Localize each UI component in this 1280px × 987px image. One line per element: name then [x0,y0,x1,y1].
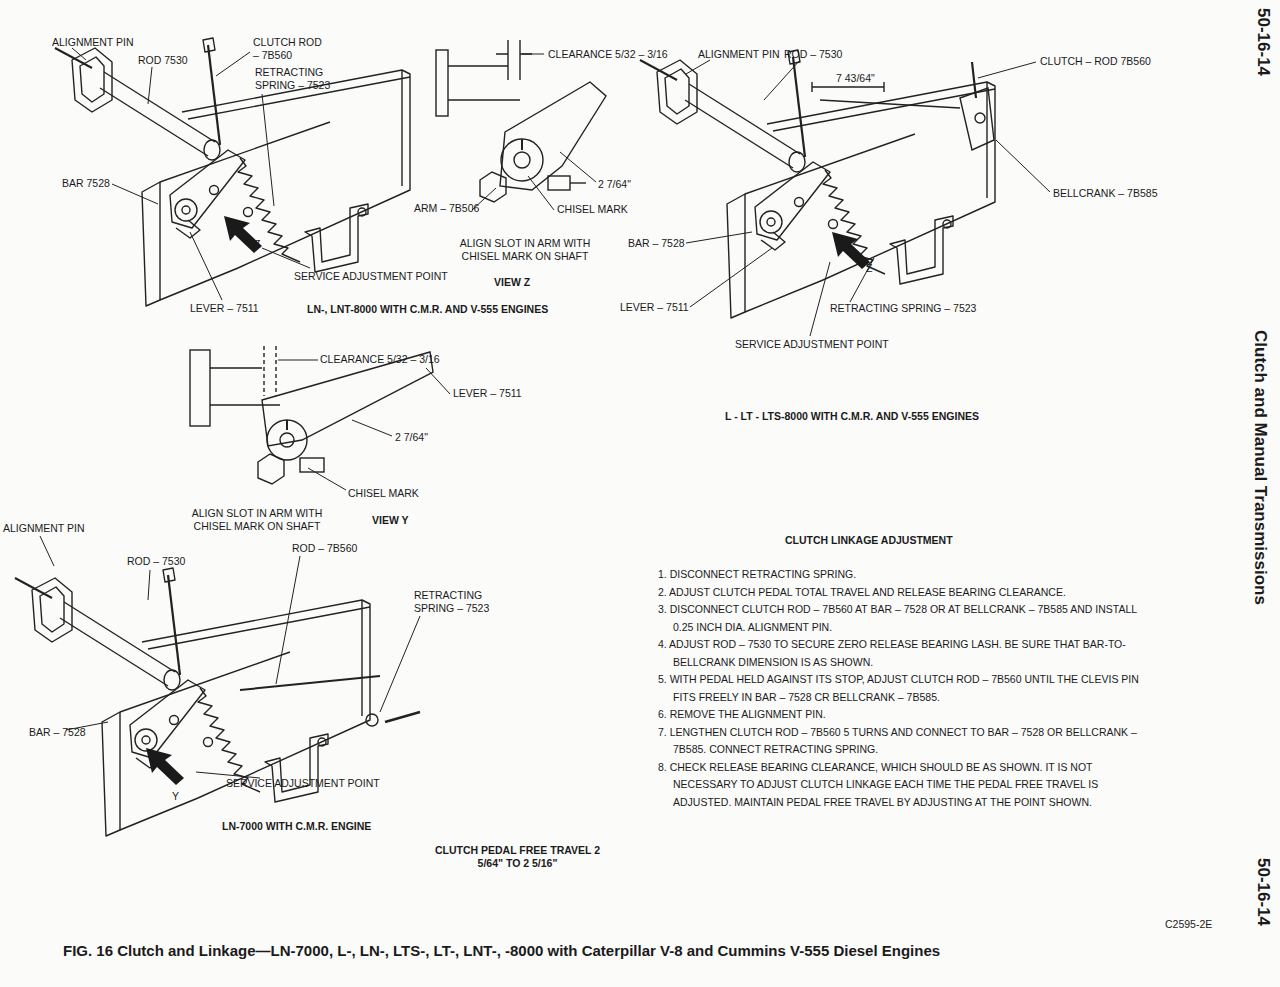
part-label: ALIGNMENT PIN [3,522,85,535]
part-label: RETRACTING SPRING – 7523 [830,302,976,315]
part-label: RETRACTING SPRING – 7523 [414,589,504,614]
part-label: LN-, LNT-8000 WITH C.M.R. AND V-555 ENGI… [307,303,548,316]
part-label: VIEW Y [372,514,409,527]
page-header: 50-16-14 [1253,858,1273,926]
part-label: ROD – 7B560 [292,542,357,555]
part-label: ROD – 7530 [127,555,185,568]
procedure-step: 6. REMOVE THE ALIGNMENT PIN. [658,706,1143,724]
part-label: ROD 7530 [138,54,188,67]
part-label: CHISEL MARK [557,203,628,216]
part-label: VIEW Z [494,276,530,289]
part-label: SERVICE ADJUSTMENT POINT [226,777,380,790]
part-label: CHISEL MARK [348,487,419,500]
procedure-step: 2. ADJUST CLUTCH PEDAL TOTAL TRAVEL AND … [658,584,1143,602]
procedure-step: 1. DISCONNECT RETRACTING SPRING. [658,566,1143,584]
part-label: RETRACTING SPRING – 7523 [255,66,350,91]
part-label: LEVER – 7511 [453,387,522,400]
part-label: LN-7000 WITH C.M.R. ENGINE [222,820,371,833]
procedure-step: 7. LENGTHEN CLUTCH ROD – 7B560 5 TURNS A… [658,724,1143,759]
part-label: BAR – 7528 [29,726,86,739]
part-label: SERVICE ADJUSTMENT POINT [735,338,889,351]
part-label: Z [254,238,260,251]
part-label: Z [866,262,872,275]
part-label: Y [172,790,179,803]
page-header: 50-16-14 [1253,8,1273,76]
part-label: ALIGNMENT PIN [52,36,134,49]
part-label: C2595-2E [1165,918,1212,931]
procedure-step: 4. ADJUST ROD – 7530 TO SECURE ZERO RELE… [658,636,1143,671]
procedure-step: 3. DISCONNECT CLUTCH ROD – 7B560 AT BAR … [658,601,1143,636]
part-label: CLUTCH – ROD 7B560 [1040,55,1151,68]
part-label: CLUTCH ROD – 7B560 [253,36,325,61]
part-label: BELLCRANK – 7B585 [1053,187,1157,200]
part-label: L - LT - LTS-8000 WITH C.M.R. AND V-555 … [725,410,979,423]
part-label: 2 7/64" [598,178,631,191]
procedure-step: 8. CHECK RELEASE BEARING CLEARANCE, WHIC… [658,759,1143,812]
page-header: Clutch and Manual Transmissions [1250,330,1270,605]
part-label: CLEARANCE 5/32 – 3/16 [548,48,668,61]
part-label: CLUTCH PEDAL FREE TRAVEL 2 5/64" TO 2 5/… [425,844,610,869]
part-label: CLEARANCE 5/32 – 3/16 [320,353,440,366]
part-label: LEVER – 7511 [190,302,259,315]
part-label: 7 43/64" [836,72,875,85]
procedure-step: 5. WITH PEDAL HELD AGAINST ITS STOP, ADJ… [658,671,1143,706]
part-label: LEVER – 7511 [620,301,689,314]
figure-caption: FIG. 16 Clutch and Linkage—LN-7000, L-, … [63,942,1017,960]
part-label: ARM – 7B506 [414,202,479,215]
part-label: ROD – 7530 [784,48,842,61]
part-label: 2 7/64" [395,431,428,444]
part-label: CLUTCH LINKAGE ADJUSTMENT [785,534,953,547]
part-label: ALIGNMENT PIN [698,48,780,61]
part-label: ALIGN SLOT IN ARM WITH CHISEL MARK ON SH… [440,237,610,262]
part-label: BAR 7528 [62,177,110,190]
part-label: SERVICE ADJUSTMENT POINT [294,270,448,283]
part-label: BAR – 7528 [628,237,685,250]
part-label: ALIGN SLOT IN ARM WITH CHISEL MARK ON SH… [172,507,342,532]
